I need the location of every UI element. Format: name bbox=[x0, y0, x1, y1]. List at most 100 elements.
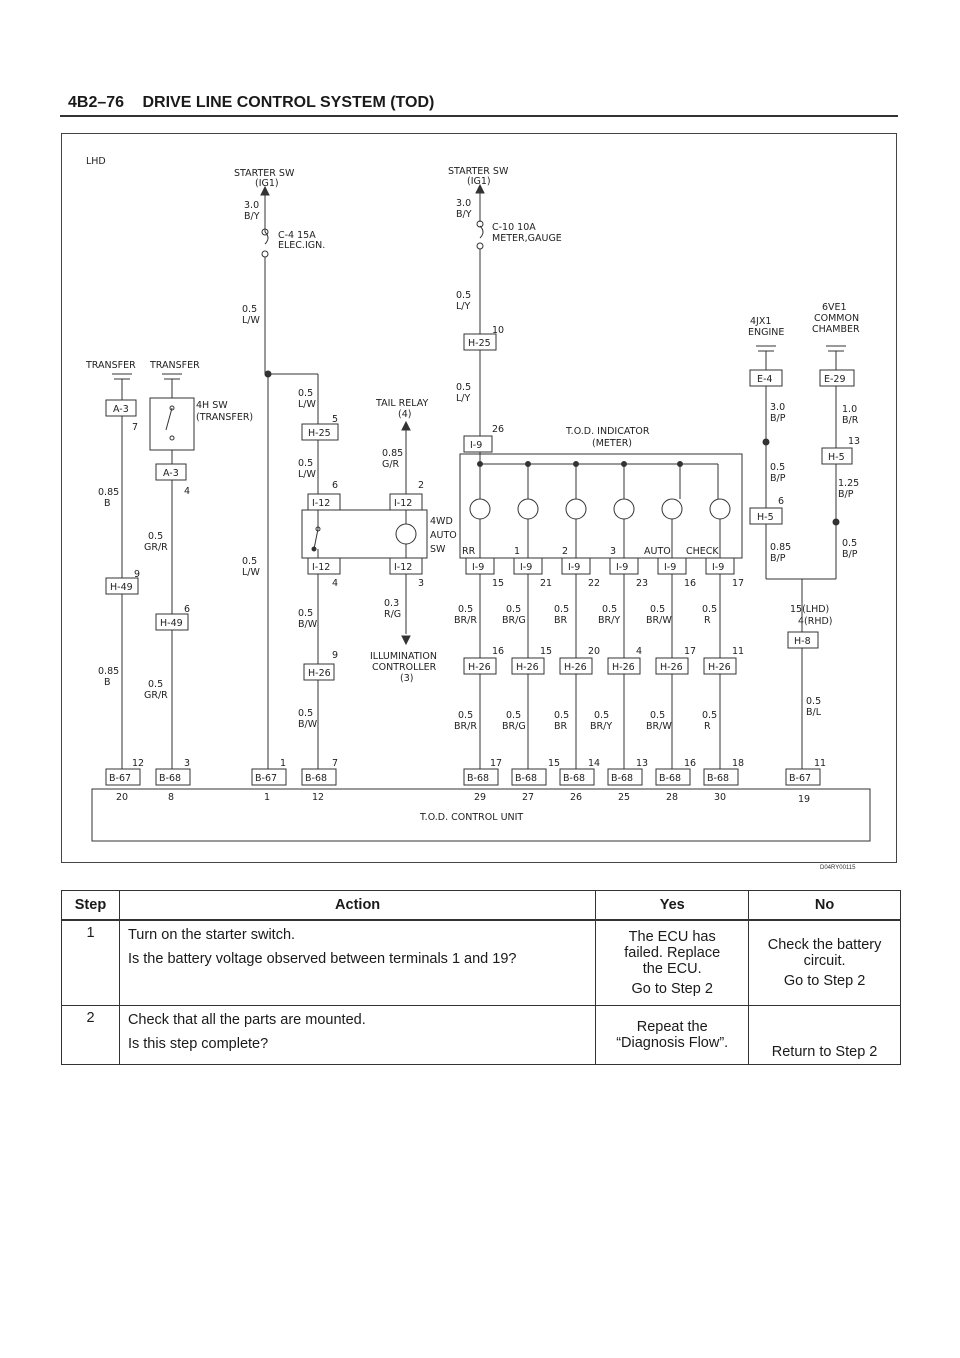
svg-text:12: 12 bbox=[312, 792, 324, 803]
wire-size: 0.85 bbox=[98, 487, 119, 498]
connector-label: H-25 bbox=[308, 428, 331, 439]
fuse-terminal bbox=[261, 228, 269, 236]
table-row: 2 Check that all the parts are mounted. … bbox=[61, 1004, 901, 1065]
4wd-label: 4WD bbox=[430, 516, 453, 527]
action-line: Is the battery voltage observed between … bbox=[127, 951, 517, 967]
svg-text:16: 16 bbox=[684, 578, 696, 589]
svg-text:H-26: H-26 bbox=[564, 662, 587, 673]
wire-color: R/G bbox=[384, 609, 401, 620]
svg-text:B-67: B-67 bbox=[789, 773, 811, 784]
switch-terminal bbox=[169, 405, 175, 411]
indicator-wires: H-26 H-26 H-26 H-26 H-26 H-26 16 15 20 4… bbox=[463, 574, 744, 769]
svg-text:B-68: B-68 bbox=[515, 773, 537, 784]
step-yes: The ECU has failed. Replace the ECU. Go … bbox=[595, 919, 750, 1006]
control-unit-connectors: B-67 B-68 B-67 B-68 B-68 B-68 B-68 B-68 … bbox=[105, 758, 826, 805]
fuse-1-name: ELEC.IGN. bbox=[278, 240, 325, 251]
wire-color: GR/R bbox=[144, 690, 168, 701]
connector-a3 bbox=[105, 399, 137, 417]
header-rule bbox=[60, 115, 898, 117]
yes-line: Repeat the bbox=[636, 1018, 708, 1035]
starter-sw-2-label: STARTER SW bbox=[448, 166, 509, 177]
section-number: 4B2–76 bbox=[68, 94, 125, 111]
ind-1: 1 bbox=[514, 546, 520, 557]
svg-text:28: 28 bbox=[666, 792, 678, 803]
connector-i9 bbox=[463, 435, 493, 453]
wire-color: B/L bbox=[806, 707, 822, 718]
wire-size: 0.5 bbox=[594, 710, 609, 721]
pin-number: 2 bbox=[418, 480, 424, 491]
svg-text:14: 14 bbox=[588, 758, 600, 769]
table-row: 1 Turn on the starter switch. Is the bat… bbox=[61, 919, 901, 1006]
lhd-label: LHD bbox=[86, 156, 106, 167]
pin-number: 5 bbox=[332, 414, 338, 425]
illum-label-2: CONTROLLER bbox=[372, 662, 437, 673]
4h-sw-transfer: (TRANSFER) bbox=[196, 412, 253, 423]
wire-color: B/P bbox=[770, 553, 786, 564]
wire-color: L/Y bbox=[456, 393, 470, 404]
action-line: Is this step complete? bbox=[127, 1035, 269, 1052]
wire-size: 0.5 bbox=[298, 608, 313, 619]
engine-label: ENGINE bbox=[748, 327, 784, 338]
yes-line: Go to Step 2 bbox=[631, 980, 713, 997]
wire-color: B/P bbox=[842, 549, 858, 560]
transfer-label-1: TRANSFER bbox=[85, 360, 136, 371]
svg-text:11: 11 bbox=[732, 646, 744, 657]
svg-text:B-68: B-68 bbox=[707, 773, 729, 784]
wire-size: 3.0 bbox=[770, 402, 785, 413]
wire-color: B/W bbox=[298, 619, 318, 630]
connector-h26 bbox=[303, 663, 335, 681]
header-step: Step bbox=[61, 890, 120, 921]
wire-size: 0.5 bbox=[148, 531, 163, 542]
svg-text:29: 29 bbox=[474, 792, 486, 803]
wire-color: BR/G bbox=[502, 721, 526, 732]
wire-color: BR/Y bbox=[590, 721, 612, 732]
svg-text:17: 17 bbox=[684, 646, 696, 657]
wire-color: BR/W bbox=[646, 615, 672, 626]
illum-label-3: (3) bbox=[400, 673, 413, 684]
wire-size: 0.85 bbox=[382, 448, 403, 459]
svg-text:26: 26 bbox=[570, 792, 582, 803]
no-line: Go to Step 2 bbox=[783, 972, 866, 989]
wire-size: 0.5 bbox=[298, 708, 313, 719]
connector-e29 bbox=[819, 369, 855, 387]
wire-color: R bbox=[704, 615, 711, 626]
illum-label-1: ILLUMINATION bbox=[370, 651, 437, 662]
header-yes: Yes bbox=[595, 890, 750, 921]
svg-text:20: 20 bbox=[588, 646, 600, 657]
tail-relay-number: (4) bbox=[398, 409, 411, 420]
wire-size: 0.5 bbox=[770, 462, 785, 473]
wire-color: L/W bbox=[298, 469, 316, 480]
wire-color: B/R bbox=[842, 415, 859, 426]
wire-size: 1.0 bbox=[842, 404, 857, 415]
connector-label: H-5 bbox=[757, 512, 774, 523]
connector-label: H-49 bbox=[110, 582, 133, 593]
fuse-terminal bbox=[261, 250, 269, 258]
section-title: DRIVE LINE CONTROL SYSTEM (TOD) bbox=[142, 94, 435, 111]
wire-color: BR/G bbox=[502, 615, 526, 626]
connector-a3 bbox=[155, 463, 187, 481]
step-number: 1 bbox=[61, 919, 120, 1006]
wire-size: 0.5 bbox=[506, 604, 521, 615]
step-no: Check the battery circuit. Go to Step 2 bbox=[748, 919, 901, 1006]
step-number: 2 bbox=[61, 1004, 120, 1065]
switch-terminal bbox=[315, 526, 321, 532]
svg-text:7: 7 bbox=[332, 758, 338, 769]
svg-text:B-68: B-68 bbox=[159, 773, 181, 784]
switch-terminal bbox=[169, 435, 175, 441]
wire-size: 0.5 bbox=[702, 710, 717, 721]
wire-size: 0.5 bbox=[456, 290, 471, 301]
table-header-row: Step Action Yes No bbox=[61, 890, 901, 921]
svg-text:B-67: B-67 bbox=[255, 773, 277, 784]
svg-text:H-26: H-26 bbox=[708, 662, 731, 673]
wire-size: 0.5 bbox=[702, 604, 717, 615]
action-line: Turn on the starter switch. bbox=[127, 927, 296, 943]
rhd-pin: 4(RHD) bbox=[798, 616, 833, 627]
indicator-lamps bbox=[469, 461, 731, 558]
svg-text:12: 12 bbox=[132, 758, 144, 769]
connector-label: A-3 bbox=[113, 404, 129, 415]
arrow-icon bbox=[401, 420, 411, 431]
step-yes: Repeat the “Diagnosis Flow”. bbox=[595, 1004, 750, 1065]
pin-number: 9 bbox=[134, 569, 140, 580]
svg-text:3: 3 bbox=[184, 758, 190, 769]
wire-color: BR/Y bbox=[598, 615, 620, 626]
